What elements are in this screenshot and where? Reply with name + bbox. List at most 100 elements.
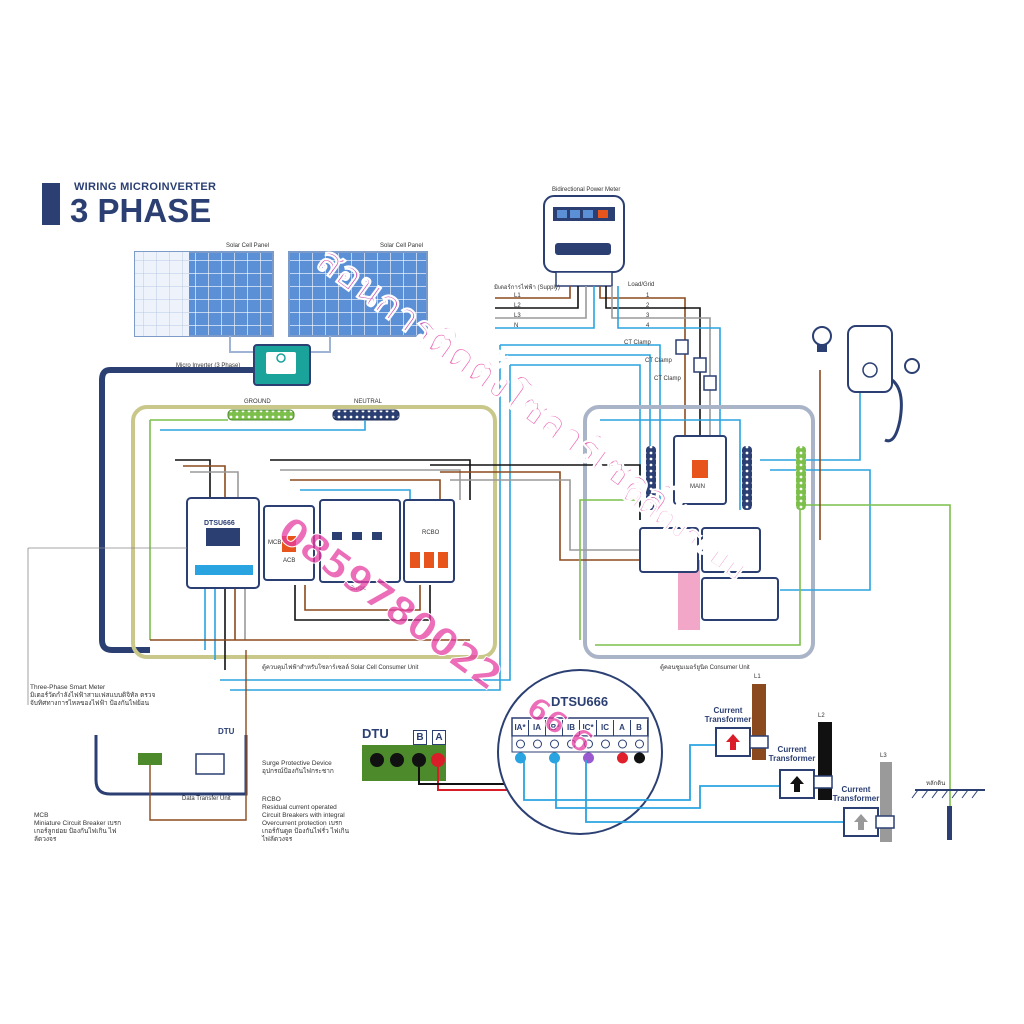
line-1-label: 1	[646, 293, 650, 299]
neutral-bar-label: NEUTRAL	[354, 399, 383, 405]
ct-arrow-icon	[790, 776, 804, 792]
rcbo-label: RCBO	[422, 530, 440, 536]
smart-meter-dtsu666	[186, 497, 260, 589]
meter-terminal-label: IA	[529, 720, 546, 736]
line-n-label: N	[514, 323, 519, 329]
legend-dtu: Data Transfer Unit	[182, 796, 231, 802]
title-accent-bar	[42, 183, 60, 225]
cu-neutral-bar-left	[646, 446, 656, 510]
mcb-label: MCB	[268, 540, 282, 546]
ct-line-l1: L1	[754, 674, 761, 680]
smart-meter-label: DTSU666	[204, 520, 235, 527]
legend-surge-desc: อุปกรณ์ป้องกันไฟกระชาก	[262, 768, 334, 775]
panel-wire	[229, 336, 331, 353]
line-l1-label: L1	[514, 293, 521, 299]
meter-terminal-label: A	[614, 720, 631, 736]
dtu-device-label: DTU	[218, 727, 235, 736]
legend-surge: Surge Protective Device อุปกรณ์ป้องกันไฟ…	[262, 760, 352, 776]
meter-terminal-label: IB	[563, 720, 580, 736]
dtu-terminal-block	[362, 745, 446, 781]
ac-trunk-cable	[99, 367, 254, 653]
diagram-title: 3 PHASE	[70, 192, 212, 229]
legend-rcbo-title: RCBO	[262, 796, 281, 803]
micro-inverter	[253, 344, 311, 386]
meter-terminal-screw	[567, 739, 576, 749]
line-2-label: 2	[646, 303, 650, 309]
meter-wire-connector	[634, 752, 645, 764]
light-bulb-icon	[812, 326, 832, 352]
legend-mcb: MCB Miniature Circuit Breaker เบรกเกอร์ล…	[34, 812, 122, 844]
legend-smart-meter-desc: มิเตอร์วัดกำลังไฟฟ้าสามเฟสแบบดิจิทัล ตรว…	[30, 692, 156, 707]
meter-detail-zoom	[497, 669, 663, 835]
rcbo-breaker	[403, 499, 455, 583]
line-4-label: 4	[646, 323, 650, 329]
legend-rcbo-desc: Residual current operated Circuit Breake…	[262, 804, 350, 843]
ct-clamp-label-3: CT Clamp	[654, 376, 681, 382]
solar-box-wiring	[149, 419, 471, 670]
meter-terminal-label: IA*	[512, 720, 529, 736]
meter-terminal-screw	[533, 739, 542, 749]
sub-breaker-3	[701, 577, 779, 621]
solar-box-caption: ตู้ควบคุมไฟฟ้าสำหรับโซลาร์เซลล์ Solar Ce…	[262, 665, 419, 671]
meter-terminal-screw	[550, 739, 559, 749]
consumer-unit-box	[583, 405, 815, 659]
meter-terminal-label: IC*	[580, 720, 597, 736]
ground-bar-label: GROUND	[244, 399, 271, 405]
meter-terminal-screw	[584, 739, 593, 749]
micro-inverter-label: Micro Inverter (3 Phase)	[176, 363, 241, 369]
neutral-bar	[332, 409, 400, 421]
legend-smart-meter: Three-Phase Smart Meter มิเตอร์วัดกำลังไ…	[30, 684, 160, 708]
meter-terminal-dots	[515, 739, 645, 764]
water-heater-icon	[847, 325, 920, 443]
line-3-label: 3	[646, 313, 650, 319]
main-breaker-label: MAIN	[690, 484, 705, 490]
meter-load-label: Load/Grid	[628, 282, 655, 288]
sub-breaker-2	[701, 527, 761, 573]
meter-wire-connector	[549, 752, 560, 764]
ct-arrows	[726, 734, 868, 830]
legend-mcb-title: MCB	[34, 812, 49, 819]
ct-arrow-icon	[726, 734, 740, 750]
ct-clamp-label-1: CT Clamp	[624, 340, 651, 346]
legend-mcb-desc: Miniature Circuit Breaker เบรกเกอร์ลูกย่…	[34, 820, 122, 843]
surge-label: Surge	[350, 586, 367, 592]
meter-terminal-screw	[601, 739, 610, 749]
meter-wire-connector	[617, 752, 628, 764]
ct-arrow-icon	[854, 814, 868, 830]
pink-highlight	[678, 560, 700, 630]
solar-panel-right	[288, 251, 428, 337]
acb-label: ACB	[283, 558, 296, 564]
meter-terminal-screw	[516, 739, 525, 749]
meter-detail-model: DTSU666	[551, 694, 609, 709]
meter-terminal-screw	[618, 739, 627, 749]
ct-clamp-label-2: CT Clamp	[645, 358, 672, 364]
legend-surge-title: Surge Protective Device	[262, 760, 332, 767]
ground-rod-label: หลักดิน	[926, 781, 946, 787]
solar-consumer-box	[131, 405, 497, 659]
bidirectional-meter	[543, 195, 625, 287]
dtu-terminal-b: B	[413, 730, 427, 745]
diagram-subtitle: WIRING MICROINVERTER	[74, 181, 217, 193]
surge-protector	[319, 499, 401, 583]
cu-ground-bar	[796, 446, 806, 510]
ct-signal-wires	[523, 744, 845, 823]
consumer-unit-caption: ตู้คอนซูมเมอร์ยูนิต Consumer Unit	[660, 665, 750, 671]
ct-line-l2: L2	[818, 713, 825, 719]
line-l3-label: L3	[514, 313, 521, 319]
ground-bar	[227, 409, 295, 421]
legend-smart-meter-title: Three-Phase Smart Meter	[30, 684, 106, 691]
ct-label-l1: Current Transformer	[704, 706, 752, 724]
cu-neutral-bar-right	[742, 446, 752, 510]
ct-label-l3: Current Transformer	[832, 785, 880, 803]
dtu-terminal-a: A	[432, 730, 446, 745]
ct-label-l2: Current Transformer	[768, 745, 816, 763]
line-l2-label: L2	[514, 303, 521, 309]
legend-rcbo: RCBO Residual current operated Circuit B…	[262, 796, 352, 844]
mcb-breaker	[263, 505, 315, 581]
ct-line-l3: L3	[880, 753, 887, 759]
meter-terminal-label: IC	[597, 720, 614, 736]
meter-supply-label: มิเตอร์การไฟฟ้า (Supply)	[494, 285, 560, 291]
